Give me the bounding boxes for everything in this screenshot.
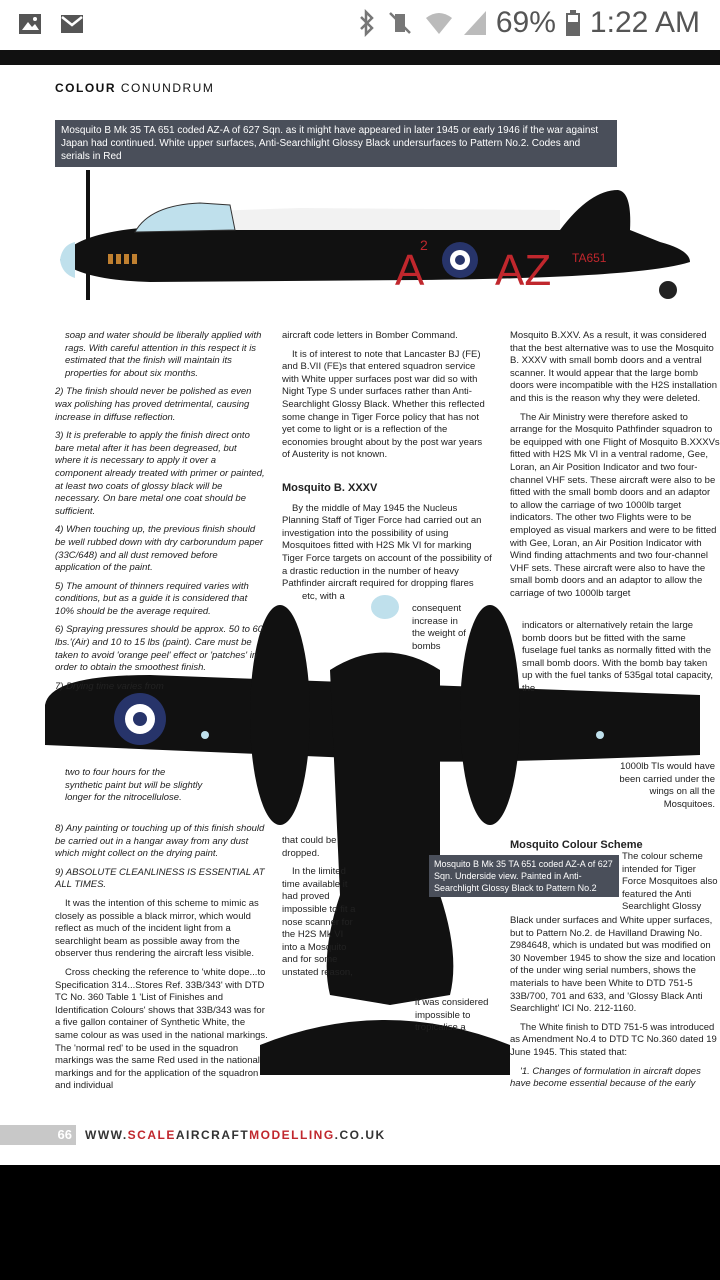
col1-p3: 3) It is preferable to apply the finish …: [55, 430, 265, 517]
col1-p12: Cross checking the reference to 'white d…: [55, 966, 268, 1092]
col2-p4: that could be dropped.: [282, 835, 337, 859]
col1-p8: two to four hours for the synthetic pain…: [65, 767, 203, 804]
col1-p5: 5) The amount of thinners required varie…: [55, 580, 249, 617]
wifi-icon: [425, 13, 452, 34]
col3-p2: The Air Ministry were therefore asked to…: [510, 411, 720, 599]
header-light: CONUNDRUM: [120, 81, 215, 95]
mosquito-underside-view: [45, 595, 700, 1075]
bluetooth-icon: [359, 9, 374, 37]
code-sup: 2: [420, 237, 428, 253]
col1-p1: soap and water should be liberally appli…: [65, 330, 262, 379]
underside-caption: Mosquito B Mk 35 TA 651 coded AZ-A of 62…: [429, 855, 619, 897]
email-icon: [61, 15, 83, 33]
mosquito-side-profile: A 2 AZ TA651: [60, 170, 690, 300]
col1-p11: It was the intention of this scheme to m…: [55, 897, 259, 960]
url-part-d: MODELLING: [249, 1128, 335, 1142]
col3-p7: '1. Changes of formulation in aircraft d…: [510, 1065, 701, 1090]
col2-p6: it was considered impossible to tropical…: [415, 997, 489, 1034]
column-3-wrap: indicators or alternatively retain the l…: [522, 620, 717, 702]
col3-p4: The colour scheme intended for Tiger For…: [622, 851, 718, 913]
column-3-mid: 1000lb TIs would have been carried under…: [600, 761, 715, 817]
signal-icon: [463, 11, 486, 35]
col2-p3b: etc, with a: [302, 590, 345, 602]
serial: TA651: [572, 251, 607, 265]
tail-wheel: [659, 281, 677, 299]
col1-p10: 9) ABSOLUTE CLEANLINESS IS ESSENTIAL AT …: [55, 866, 265, 891]
url-part-a: WWW.: [85, 1128, 128, 1142]
code-letter-left: A: [395, 246, 425, 295]
status-bar: 69% 1:22 AM: [0, 0, 720, 50]
col3-p5: Black under surfaces and White upper sur…: [510, 915, 716, 1015]
footer-url[interactable]: WWW.SCALEAIRCRAFTMODELLING.CO.UK: [85, 1128, 386, 1142]
column-2-end: it was considered impossible to tropical…: [415, 997, 495, 1041]
battery-icon: [565, 10, 580, 36]
gallery-icon: [19, 14, 41, 34]
url-part-e: .CO.UK: [334, 1128, 386, 1142]
url-part-c: AIRCRAFT: [175, 1128, 250, 1142]
column-1-top: soap and water should be liberally appli…: [55, 330, 265, 699]
col2-p2: It is of interest to note that Lancaster…: [282, 348, 485, 461]
page-edge: [0, 50, 720, 65]
clock: 1:22 AM: [589, 6, 700, 39]
battery-percent: 69%: [495, 6, 556, 39]
column-3-scheme: Mosquito Colour Scheme: [510, 833, 720, 860]
url-part-b: SCALE: [127, 1128, 176, 1142]
col1-p4: 4) When touching up, the previous finish…: [55, 524, 264, 574]
column-2-top: aircraft code letters in Bomber Command.…: [282, 330, 492, 609]
vibrate-mute-icon: [388, 12, 411, 34]
col3-p2b: indicators or alternatively retain the l…: [522, 620, 713, 694]
col3-p3: 1000lb TIs would have been carried under…: [619, 761, 715, 810]
code-letters-right: AZ: [495, 246, 551, 295]
magazine-page: COLOUR CONUNDRUM Mosquito B Mk 35 TA 651…: [0, 65, 720, 1165]
col2-p1: aircraft code letters in Bomber Command.: [282, 330, 458, 341]
col3-heading: Mosquito Colour Scheme: [510, 839, 643, 851]
col2-p5: In the limited time available it had pro…: [282, 866, 356, 978]
top-profile-caption: Mosquito B Mk 35 TA 651 coded AZ-A of 62…: [55, 120, 617, 167]
col1-p6: 6) Spraying pressures should be approx. …: [55, 624, 264, 674]
section-header: COLOUR CONUNDRUM: [55, 81, 214, 95]
page-footer: 66 WWW.SCALEAIRCRAFTMODELLING.CO.UK: [0, 1125, 720, 1147]
col1-p2: 2) The finish should never be polished a…: [55, 386, 252, 423]
page-number: 66: [0, 1125, 76, 1145]
exhaust-stubs: [108, 254, 137, 264]
header-bold: COLOUR: [55, 81, 116, 95]
col3-p1: Mosquito B.XXV. As a result, it was cons…: [510, 330, 717, 404]
col1-p9: 8) Any painting or touching up of this f…: [55, 823, 265, 860]
col2-p3: By the middle of May 1945 the Nucleus Pl…: [282, 502, 492, 590]
column-1-mid: two to four hours for the synthetic pain…: [65, 767, 205, 811]
col2-p3c: consequent increase in the weight of bom…: [412, 603, 466, 652]
column-3-top: Mosquito B.XXV. As a result, it was cons…: [510, 330, 720, 606]
col1-p7: 7) Drying time varies from: [55, 680, 164, 692]
column-2-lower: that could be dropped. In the limited ti…: [282, 835, 357, 986]
column-1-bottom: 8) Any painting or touching up of this f…: [55, 823, 270, 1099]
col3-p6: The White finish to DTD 751-5 was introd…: [510, 1021, 717, 1058]
column-3-scheme-wrap: The colour scheme intended for Tiger For…: [622, 851, 718, 920]
col2-heading: Mosquito B. XXXV: [282, 481, 378, 494]
column-3-bottom: Black under surfaces and White upper sur…: [510, 915, 720, 1097]
column-2-wrap: consequent increase in the weight of bom…: [412, 603, 467, 659]
